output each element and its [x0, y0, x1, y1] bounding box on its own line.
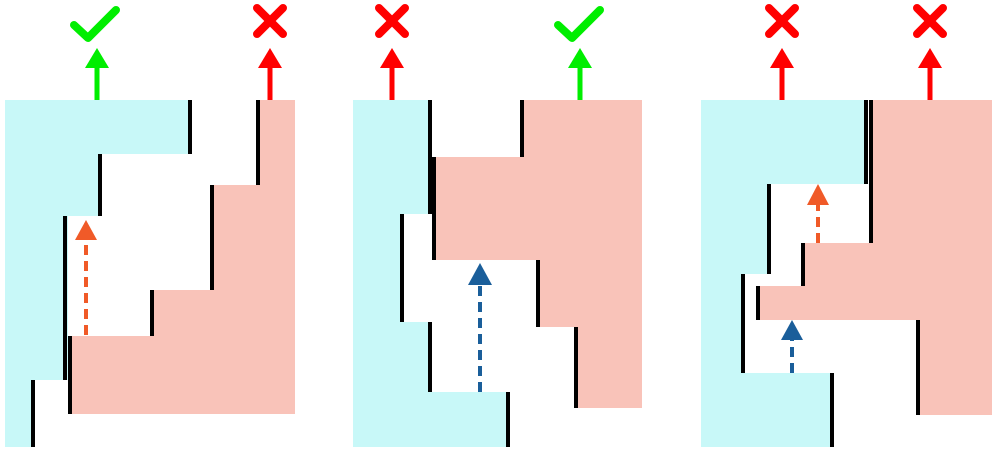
- left-outcome: [375, 4, 409, 100]
- up-arrow-head: [258, 48, 282, 68]
- check-icon: [70, 6, 120, 42]
- walls: [741, 100, 920, 447]
- blue-dashed-arrow: [781, 320, 803, 373]
- region-a: [353, 100, 508, 447]
- cross-icon: [913, 4, 947, 38]
- region-b: [758, 100, 992, 415]
- panel-2: [353, 4, 642, 447]
- blue-dashed-arrow: [468, 263, 492, 392]
- orange-dashed-arrow: [807, 184, 829, 243]
- cross-icon: [253, 4, 287, 38]
- left-outcome: [765, 4, 799, 100]
- left-outcome: [70, 6, 120, 100]
- region-b: [434, 100, 642, 408]
- orange-dashed-arrow: [75, 220, 97, 335]
- region-b: [70, 100, 295, 414]
- panel-3: [701, 4, 992, 447]
- right-outcome: [554, 6, 604, 100]
- cross-icon: [375, 4, 409, 38]
- panel-1: [5, 4, 295, 447]
- right-outcome: [913, 4, 947, 100]
- check-icon: [554, 6, 604, 42]
- walls: [31, 100, 260, 447]
- up-arrow-head: [85, 48, 109, 68]
- region-a: [5, 100, 190, 447]
- cross-icon: [765, 4, 799, 38]
- right-outcome: [253, 4, 287, 100]
- walls: [400, 100, 578, 447]
